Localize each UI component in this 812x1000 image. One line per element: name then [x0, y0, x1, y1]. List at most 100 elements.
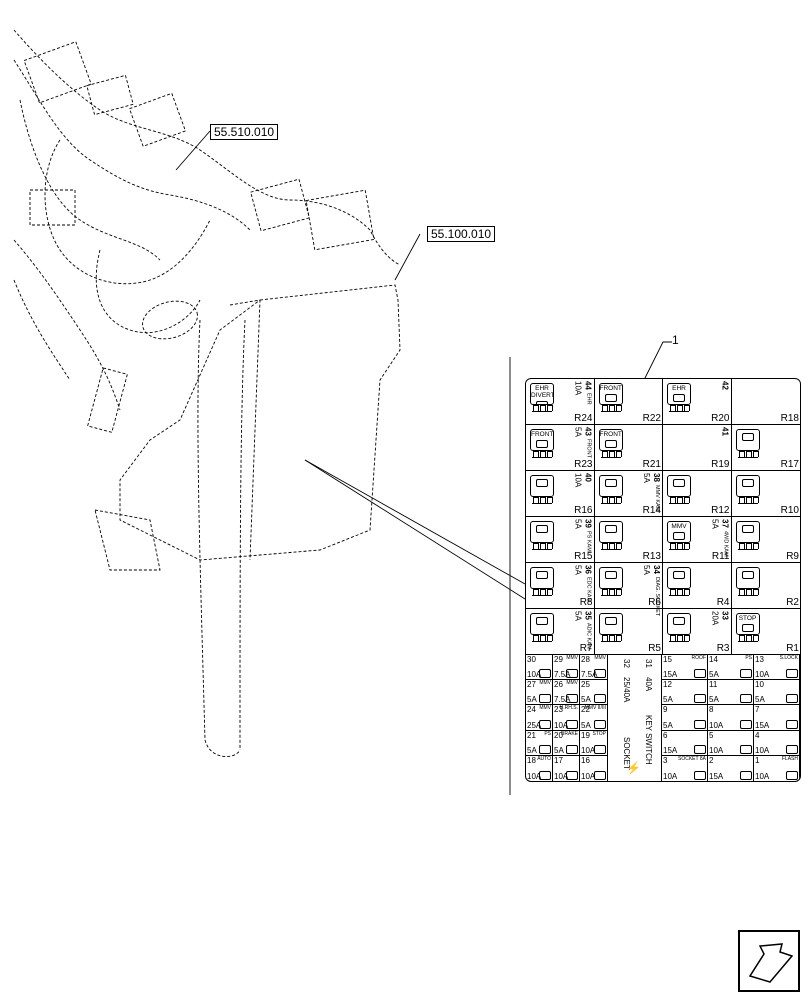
relay-cell[interactable]: R17: [731, 425, 800, 471]
relay-cell[interactable]: R10: [731, 471, 800, 517]
fuse-number: 24: [527, 705, 536, 715]
fuse-symbol-icon: [786, 770, 798, 780]
fuse-symbol-icon: [594, 694, 606, 704]
relay-pin: [608, 543, 615, 549]
fuse-number: 19: [581, 730, 590, 740]
fuse-number: 4: [755, 730, 760, 740]
relay-pin: [533, 589, 539, 595]
relay-cell[interactable]: R6: [594, 563, 663, 609]
fuse-symbol-icon: [694, 744, 706, 754]
relay-pin: [533, 405, 539, 411]
relay-pins: [600, 635, 622, 642]
relay-cell[interactable]: R9: [731, 517, 800, 563]
relay-icon: [673, 479, 685, 487]
relay-cell[interactable]: R16: [526, 471, 595, 517]
fuse-amperage: 7.5A: [581, 670, 598, 680]
relay-cell[interactable]: R8: [526, 563, 595, 609]
relay-icon: [536, 617, 548, 625]
relay-pin: [745, 543, 752, 549]
relay-cell[interactable]: R7: [526, 609, 595, 655]
fuse-number: 16: [581, 755, 590, 765]
relay-cell[interactable]: R15: [526, 517, 595, 563]
relay-symbol: EHR DIVERT.: [530, 383, 554, 405]
vertical-fuse[interactable]: 42: [704, 381, 730, 423]
relay-icon: [604, 571, 617, 579]
relay-cell[interactable]: EHR DIVERT.R24: [526, 379, 595, 425]
relay-cell[interactable]: R18: [731, 379, 800, 425]
relay-pin: [547, 451, 553, 457]
fuse-number: 36: [583, 565, 593, 574]
relay-pin: [677, 497, 683, 503]
fuse-symbol-icon: [694, 719, 706, 729]
relay-pin: [615, 635, 622, 641]
round-connector: [142, 300, 198, 340]
relay-id: R9: [786, 551, 799, 562]
relay-cell[interactable]: R2: [731, 563, 800, 609]
vertical-fuse[interactable]: 41: [704, 427, 730, 469]
fuse-symbol-icon: [566, 744, 578, 754]
relay-icon: [536, 479, 548, 487]
relay-cell[interactable]: R19: [663, 425, 732, 471]
relay-cell[interactable]: R3: [663, 609, 732, 655]
next-page-button[interactable]: [738, 930, 800, 992]
fuse-amperage: 10A: [527, 670, 542, 680]
relay-cell[interactable]: R13: [594, 517, 663, 563]
relay-cell[interactable]: R4: [663, 563, 732, 609]
callout-lower[interactable]: 55.100.010: [427, 226, 496, 242]
connector-block-d: [250, 178, 310, 232]
relay-symbol: [735, 567, 760, 589]
relay-cell[interactable]: R12: [663, 471, 732, 517]
relay-cell[interactable]: R5: [594, 609, 663, 655]
relay-cell[interactable]: R14: [594, 471, 663, 517]
relay-symbol: [530, 613, 554, 635]
callout-upper[interactable]: 55.510.010: [210, 124, 279, 140]
